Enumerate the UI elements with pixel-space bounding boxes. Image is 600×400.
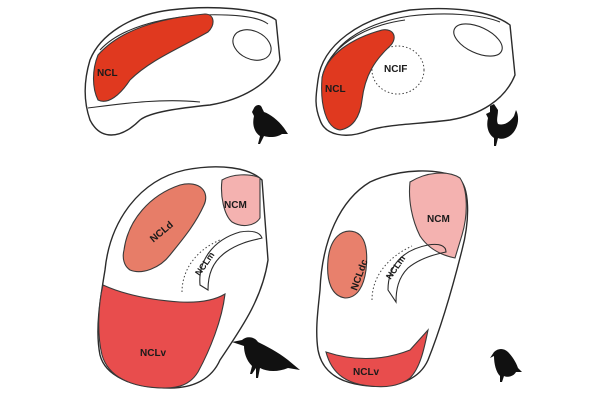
songbird-lamina-curve [387,243,447,304]
region-ncl [92,13,214,102]
label-nclf: NCIF [384,64,407,75]
pigeon-brain-optic-lobe [232,29,272,61]
chicken-icon [486,104,519,146]
region-nclf-outline [371,45,425,95]
pigeon-brain-bottom-line [87,100,201,109]
region-ncl-chicken [321,29,395,131]
panel-crow: NCLv NCLd NCM NCLm [97,166,300,389]
crow-icon [232,337,300,378]
label-nclv-songbird: NCLv [353,367,380,378]
panel-pigeon: NCL [84,7,288,144]
region-nclm-songbird-outline [371,245,413,301]
panel-chicken: NCIF NCL [315,7,519,146]
region-ncm [220,174,261,227]
region-ncld [122,183,207,273]
label-ncl-chicken: NCL [325,84,346,95]
songbird-icon [490,349,522,382]
region-ncldc [327,230,368,299]
pigeon-icon [252,105,288,144]
label-ncm: NCM [224,200,247,211]
chicken-brain-optic-lobe [453,23,503,57]
region-nclv [98,284,226,389]
panel-songbird: NCLv NCM NCLdc NCLm [316,170,522,388]
region-nclv-songbird [325,328,429,388]
region-ncm-songbird [408,172,467,259]
crow-lamina-curve [199,230,263,291]
label-ncm-songbird: NCM [427,214,450,225]
label-ncl: NCL [97,68,118,79]
label-nclv: NCLv [140,348,167,359]
